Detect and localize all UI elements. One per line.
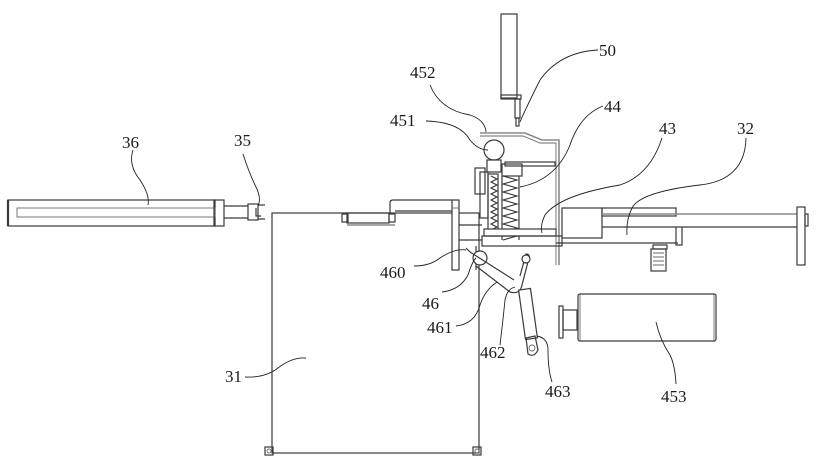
linkage-46 <box>465 247 539 356</box>
roller-451 <box>483 139 505 173</box>
label-31: 31 <box>225 367 242 386</box>
label-451: 451 <box>390 111 416 130</box>
label-452: 452 <box>410 63 436 82</box>
clamp-jaw-35 <box>247 203 265 221</box>
label-36: 36 <box>122 133 139 152</box>
label-32: 32 <box>737 119 754 138</box>
label-461: 461 <box>427 318 453 337</box>
slide-block-43 <box>459 224 563 270</box>
spring-assembly-44 <box>474 161 556 241</box>
motor-453 <box>558 293 717 342</box>
left-cylinder-36 <box>6 199 248 227</box>
label-44: 44 <box>604 97 622 116</box>
label-50: 50 <box>599 41 616 60</box>
label-46: 46 <box>422 294 439 313</box>
label-462: 462 <box>480 343 506 362</box>
vertical-probe-50 <box>500 13 522 127</box>
label-43: 43 <box>659 119 676 138</box>
vertical-plate <box>451 199 460 271</box>
label-460: 460 <box>380 263 406 282</box>
top-link <box>341 199 452 226</box>
right-rail-32 <box>556 206 809 272</box>
top-plate-452 <box>480 132 560 265</box>
label-453: 453 <box>661 387 687 406</box>
reference-labels: 36 35 452 50 451 44 43 32 460 46 461 462… <box>122 41 754 406</box>
leader-lines <box>131 49 747 385</box>
label-35: 35 <box>234 131 251 150</box>
label-463: 463 <box>545 382 571 401</box>
